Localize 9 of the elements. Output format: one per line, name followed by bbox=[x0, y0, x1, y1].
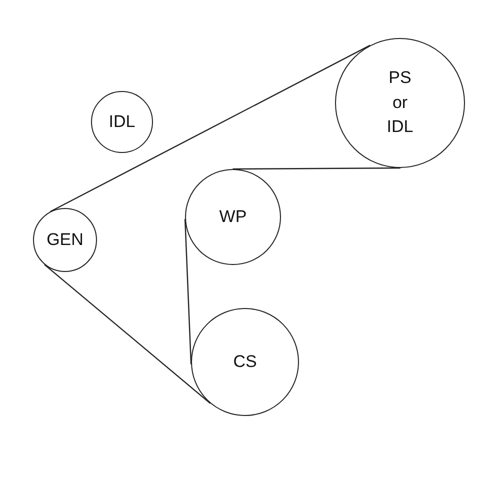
pulley-label: GEN bbox=[46, 228, 84, 251]
belt-line bbox=[232, 167, 400, 170]
pulley-label: IDL bbox=[108, 110, 136, 133]
pulley-label: WP bbox=[219, 206, 247, 228]
belt-line bbox=[50, 44, 370, 212]
pulley-label: PS or IDL bbox=[386, 67, 414, 138]
pulley-label: CS bbox=[233, 350, 257, 373]
belt-line bbox=[44, 264, 211, 404]
belt-line bbox=[184, 218, 192, 364]
